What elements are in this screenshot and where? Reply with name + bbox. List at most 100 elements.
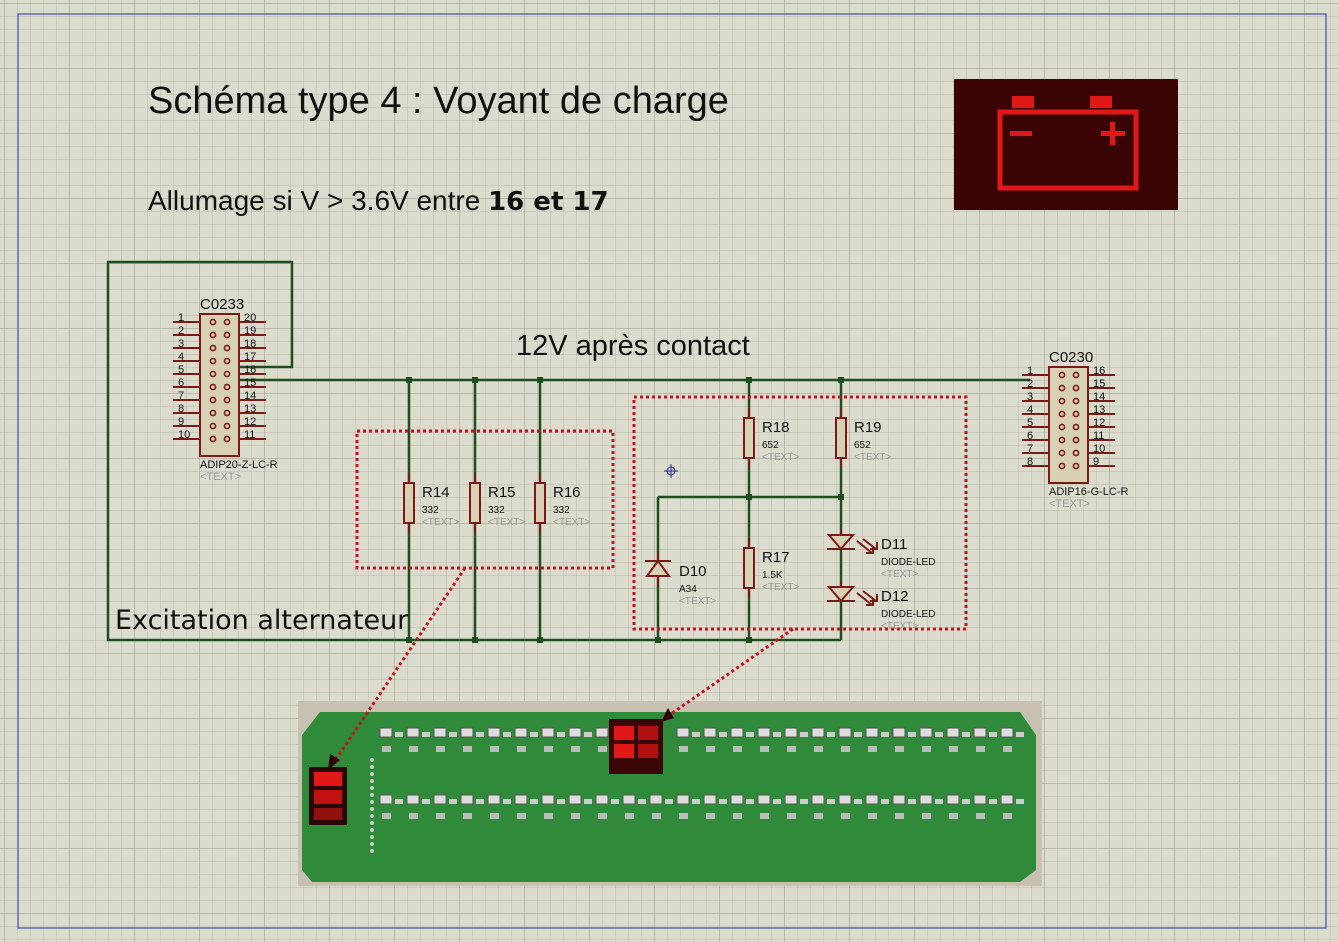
highlight-box-resistors — [355, 429, 615, 570]
smd-resistor — [395, 799, 403, 804]
pin-hole — [1072, 371, 1080, 379]
smd-resistor — [557, 732, 565, 737]
smd-resistor — [422, 732, 430, 737]
pin-hole — [223, 383, 231, 391]
smd-resistor — [827, 799, 835, 804]
smd-resistor — [922, 746, 931, 752]
pin-number: 11 — [244, 429, 255, 441]
smd-resistor — [962, 799, 970, 804]
pin-hole — [209, 435, 217, 443]
smd-resistor — [584, 732, 592, 737]
connector-body — [199, 313, 240, 457]
pin-hole — [209, 383, 217, 391]
pin-number: 12 — [1093, 417, 1105, 429]
smd-led — [1000, 794, 1014, 805]
smd-led — [541, 794, 555, 805]
pin-number: 4 — [1027, 404, 1033, 416]
component-text-placeholder: <TEXT> — [679, 596, 716, 607]
pcb-pad — [370, 772, 374, 776]
smd-resistor — [625, 813, 634, 819]
connector-ref: C0230 — [1049, 349, 1093, 366]
smd-resistor — [760, 813, 769, 819]
junction-dot — [472, 377, 478, 383]
smd-resistor — [490, 746, 499, 752]
pin-hole — [1058, 397, 1066, 405]
smd-resistor — [1016, 799, 1024, 804]
component-value: 332 — [553, 505, 570, 516]
pin-hole — [209, 370, 217, 378]
pin-hole — [209, 357, 217, 365]
connector-body — [1048, 366, 1089, 484]
pin-number: 14 — [1093, 391, 1105, 403]
sheet-border — [17, 13, 1327, 929]
smd-resistor — [436, 746, 445, 752]
smd-led — [433, 727, 447, 738]
component-text-placeholder: <TEXT> — [762, 452, 799, 463]
smd-resistor — [503, 732, 511, 737]
smd-resistor — [1003, 746, 1012, 752]
smd-resistor — [949, 746, 958, 752]
smd-resistor — [517, 813, 526, 819]
pcb-pad — [370, 779, 374, 783]
pin-hole — [209, 331, 217, 339]
smd-led — [784, 727, 798, 738]
pin-hole — [223, 435, 231, 443]
smd-led — [379, 727, 393, 738]
smd-led — [865, 727, 879, 738]
smd-led — [946, 727, 960, 738]
smd-resistor — [760, 746, 769, 752]
pin-number: 1 — [178, 312, 184, 324]
smd-resistor — [382, 746, 391, 752]
pin-number: 8 — [178, 403, 184, 415]
smd-resistor — [881, 732, 889, 737]
smd-led — [676, 794, 690, 805]
smd-led — [838, 794, 852, 805]
pin-hole — [209, 318, 217, 326]
smd-resistor — [652, 813, 661, 819]
smd-led — [487, 727, 501, 738]
smd-resistor — [854, 732, 862, 737]
smd-led — [892, 727, 906, 738]
smd-led — [919, 794, 933, 805]
pcb-pad — [370, 849, 374, 853]
smd-led — [568, 727, 582, 738]
component-ref: D11 — [881, 536, 907, 553]
junction-dot — [746, 377, 752, 383]
smd-resistor — [868, 746, 877, 752]
pin-hole — [223, 422, 231, 430]
pin-number: 9 — [1093, 456, 1099, 468]
junction-dot — [655, 637, 661, 643]
smd-resistor — [449, 799, 457, 804]
pin-hole — [1058, 423, 1066, 431]
pin-hole — [209, 409, 217, 417]
connector-type: ADIP20-Z-LC-R — [200, 459, 278, 471]
smd-led — [649, 794, 663, 805]
pin-number: 2 — [178, 325, 184, 337]
pin-hole — [209, 396, 217, 404]
pin-number: 9 — [178, 416, 184, 428]
pointer-arrow-right — [667, 627, 794, 718]
pin-number: 5 — [178, 364, 184, 376]
smd-led — [460, 794, 474, 805]
smd-led — [595, 794, 609, 805]
smd-led — [568, 794, 582, 805]
pin-number: 16 — [1093, 365, 1105, 377]
component-ref: D10 — [679, 563, 707, 580]
pcb-pad — [370, 821, 374, 825]
pin-number: 3 — [1027, 391, 1033, 403]
pin-number: 10 — [178, 429, 190, 441]
smd-resistor — [422, 799, 430, 804]
junction-dot — [537, 637, 543, 643]
junction-dot — [406, 637, 412, 643]
pin-hole — [1072, 462, 1080, 470]
smd-resistor — [719, 799, 727, 804]
pin-number: 15 — [244, 377, 256, 389]
component-ref: R18 — [762, 419, 790, 436]
smd-led — [514, 794, 528, 805]
smd-resistor — [787, 746, 796, 752]
